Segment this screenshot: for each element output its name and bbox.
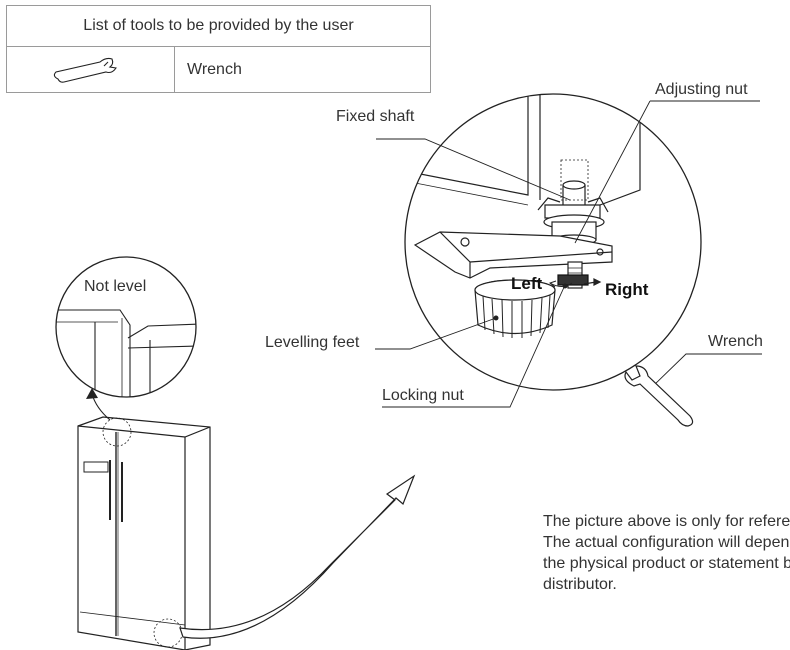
locking-nut-label: Locking nut <box>382 387 464 404</box>
tools-table: List of tools to be provided by the user… <box>6 5 431 93</box>
not-level-label: Not level <box>84 278 147 295</box>
refrigerator <box>77 416 211 650</box>
note-line: the physical product or statement by the <box>543 555 790 572</box>
left-direction-label: Left <box>511 274 543 293</box>
wrench-icon <box>624 365 694 427</box>
adjusting-nut-label: Adjusting nut <box>655 81 748 98</box>
tools-table-header: List of tools to be provided by the user <box>7 6 430 47</box>
not-level-zoom <box>55 256 197 398</box>
note-line: The actual configuration will depend on <box>543 534 790 551</box>
reference-note: The picture above is only for reference.… <box>543 511 790 595</box>
wrench-label: Wrench <box>708 333 763 350</box>
table-wrench-icon <box>53 57 117 83</box>
note-line: distributor. <box>543 576 617 593</box>
tools-table-tool-name: Wrench <box>187 60 242 78</box>
zoom-arrow-top-head <box>86 388 98 399</box>
right-direction-label: Right <box>605 280 649 299</box>
zoom-arrow-bottom <box>179 474 416 639</box>
foot-detail-zoom <box>404 93 702 391</box>
note-line: The picture above is only for reference. <box>543 513 790 530</box>
leader-lines <box>375 100 762 408</box>
fixed-shaft-label: Fixed shaft <box>336 108 415 125</box>
tools-table-icon-cell <box>7 47 175 92</box>
levelling-feet-label: Levelling feet <box>265 334 360 351</box>
